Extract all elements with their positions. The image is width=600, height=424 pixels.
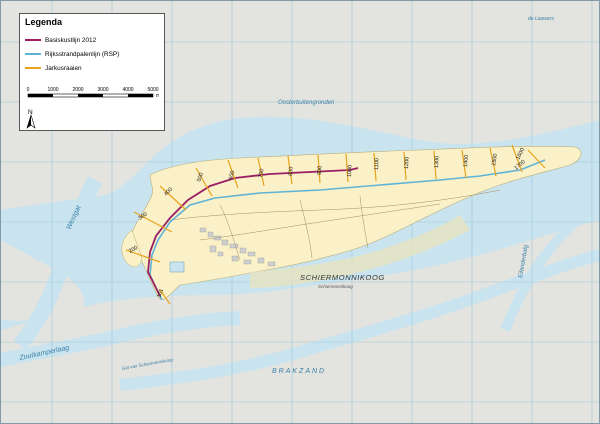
raai-label-200: 200 (128, 245, 139, 255)
scale-tick-label: 5000 (147, 87, 158, 93)
channel-eilanderbalg (500, 196, 600, 332)
raai-label-800: 800 (288, 166, 295, 176)
place-label-sub: Schiermonnikoog (318, 284, 353, 289)
place-label-main: SCHIERMONNIKOOG (300, 273, 385, 282)
raai-label-1600: 1600 (515, 147, 526, 161)
channel-gat (119, 249, 600, 391)
jarkus-transects (125, 144, 546, 305)
legend-label-coastline: Basiskustlijn 2012 (45, 36, 97, 44)
place-label-de-lauwers: de Lauwers (528, 16, 554, 22)
tidal-flat-southwest (0, 240, 84, 321)
raai-label-900: 900 (317, 166, 323, 175)
north-arrow-fill (27, 115, 31, 128)
village (199, 227, 276, 267)
raai-label-1000: 1000 (347, 165, 353, 177)
scale-tick-label: 1000 (47, 87, 58, 93)
legend-title: Legenda (25, 17, 63, 27)
coastline-2012 (147, 167, 359, 297)
raai-label-600: 600 (228, 170, 236, 180)
legend-panel: Legenda Basiskustlijn 2012 Rijksstrandpa… (19, 13, 165, 131)
channel-zoutkamperlaag (0, 311, 241, 367)
raai-label-400: 400 (163, 187, 174, 198)
coastline-swatch (25, 39, 41, 41)
island-west-tip (121, 229, 143, 268)
scale-bar: 0 1000 2000 3000 4000 5000 m (27, 87, 159, 99)
scale-bar-segment (28, 94, 53, 97)
raai-label-500: 500 (196, 172, 205, 183)
scale-unit: m (156, 93, 159, 99)
rsp-line (149, 159, 546, 301)
legend-item-coastline: Basiskustlijn 2012 (25, 35, 96, 45)
raai-label-700: 700 (258, 168, 266, 178)
raai-label-1300: 1300 (434, 156, 440, 168)
raai-label-1100: 1100 (374, 158, 380, 170)
rsp-swatch (25, 53, 41, 55)
scale-bar-segment (78, 94, 103, 97)
roads (169, 189, 501, 261)
place-label-eilanderbalg: Eilanderbalg (518, 244, 530, 279)
north-label: N (28, 109, 33, 116)
place-label-brakzand: BRAKZAND (272, 368, 326, 375)
legend-item-rsp: Rijksstrandpalenlijn (RSP) (25, 49, 119, 59)
legend-label-transects: Jarkusraaien (45, 64, 82, 72)
raai-label-300: 300 (138, 211, 149, 221)
scale-tick-label: 3000 (97, 87, 108, 93)
raai-label-1400: 1400 (463, 154, 470, 167)
raai-label-1500: 1500 (491, 153, 499, 166)
marsh-south (250, 215, 470, 288)
channel-westgat (13, 176, 103, 350)
scale-tick-label: 0 (27, 87, 30, 93)
tidal-flat-south (0, 220, 600, 424)
place-label-oosterbuitengronden: Oosterbuitengronden (278, 100, 335, 106)
scale-tick-label: 2000 (72, 87, 83, 93)
legend-label-rsp: Rijksstrandpalenlijn (RSP) (45, 50, 120, 58)
transect-labels: 200 300 400 500 600 700 800 900 1000 110… (128, 147, 527, 298)
harbour-basin (169, 261, 185, 273)
transect-swatch (25, 67, 41, 69)
legend-item-transects: Jarkusraaien (25, 63, 82, 73)
raai-label-101: 101 (156, 288, 165, 299)
north-arrow: N (26, 109, 36, 129)
scale-bar-segment (128, 94, 153, 97)
raai-label-1200: 1200 (404, 157, 410, 169)
scale-tick-label: 4000 (122, 87, 133, 93)
